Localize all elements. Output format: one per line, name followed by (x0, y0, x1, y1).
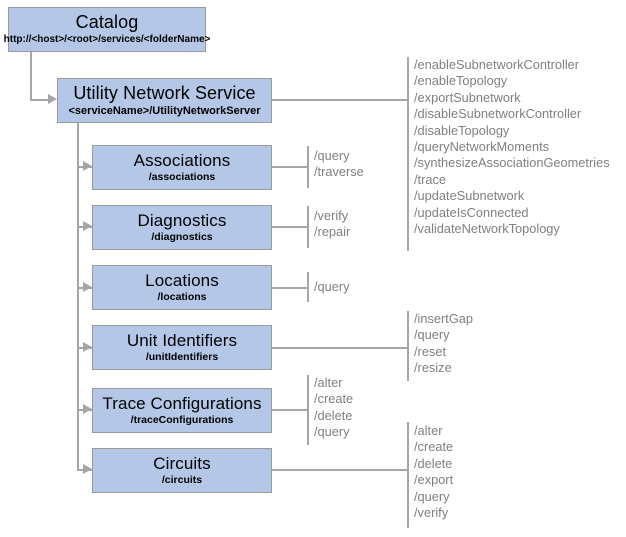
ops-bar-service (407, 57, 409, 251)
arrowhead-trace-configurations (83, 404, 92, 414)
operations-trace-configurations: /alter/create/delete/query (314, 375, 353, 441)
arrowhead-diagnostics (83, 221, 92, 231)
operation-item[interactable]: /alter (414, 423, 443, 438)
operations-locations: /query (314, 279, 350, 295)
node-circuits[interactable]: Circuits /circuits (92, 448, 272, 493)
arrowhead-circuits (83, 464, 92, 474)
node-locations-title: Locations (145, 270, 219, 290)
node-trace-configurations[interactable]: Trace Configurations /traceConfiguration… (92, 388, 272, 433)
node-associations-path: /associations (148, 171, 216, 184)
ops-bar-trace-configurations (307, 375, 309, 445)
node-catalog[interactable]: Catalog http://<host>/<root>/services/<f… (4, 7, 210, 52)
connector-catalog-to-service (30, 99, 50, 101)
node-circuits-path: /circuits (161, 474, 203, 487)
operation-item[interactable]: /updateIsConnected (414, 204, 529, 220)
operations-unit-identifiers: /insertGap/query/reset/resize (414, 311, 473, 377)
node-unit-identifiers[interactable]: Unit Identifiers /unitIdentifiers (92, 325, 272, 370)
operation-item[interactable]: /disableTopology (414, 122, 510, 138)
operation-item[interactable]: /insertGap (414, 311, 474, 326)
connector-associations-to-ops (272, 166, 308, 168)
operation-item[interactable]: /query (414, 488, 450, 504)
node-service-path: <serviceName>/UtilityNetworkServer (68, 104, 261, 117)
operation-item[interactable]: /updateSubnetwork (414, 188, 525, 204)
operations-service: /enableSubnetworkController/enableTopolo… (414, 57, 610, 237)
operation-item[interactable]: /enableSubnetworkController (414, 57, 580, 72)
operation-item[interactable]: /query (314, 279, 350, 294)
operation-item[interactable]: /queryNetworkMoments (414, 139, 550, 155)
connector-service-trunk (77, 123, 79, 471)
node-unit-identifiers-title: Unit Identifiers (126, 330, 238, 350)
operation-item[interactable]: /trace (414, 171, 447, 187)
operation-item[interactable]: /traverse (314, 164, 364, 180)
operation-item[interactable]: /repair (314, 224, 351, 240)
node-diagnostics-title: Diagnostics (137, 210, 227, 230)
node-trace-configurations-path: /traceConfigurations (130, 414, 234, 427)
node-catalog-path: http://<host>/<root>/services/<folderNam… (3, 34, 211, 46)
operation-item[interactable]: /synthesizeAssociationGeometries (414, 155, 610, 171)
operation-item[interactable]: /create (414, 439, 454, 455)
operation-item[interactable]: /delete (314, 407, 353, 423)
operation-item[interactable]: /export (414, 472, 454, 488)
node-diagnostics-path: /diagnostics (151, 231, 213, 244)
connector-circuits-to-ops (272, 469, 408, 471)
operation-item[interactable]: /delete (414, 455, 453, 471)
operations-circuits: /alter/create/delete/export/query/verify (414, 423, 453, 521)
node-locations[interactable]: Locations /locations (92, 265, 272, 310)
arrowhead-catalog-to-service (48, 94, 57, 104)
arrowhead-locations (83, 282, 92, 292)
operation-item[interactable]: /create (314, 391, 354, 407)
connector-trace-configurations-to-ops (272, 409, 308, 411)
operation-item[interactable]: /verify (414, 505, 449, 521)
node-utility-network-service[interactable]: Utility Network Service <serviceName>/Ut… (57, 78, 272, 123)
node-diagnostics[interactable]: Diagnostics /diagnostics (92, 205, 272, 250)
node-associations[interactable]: Associations /associations (92, 145, 272, 190)
ops-bar-unit-identifiers (407, 311, 409, 381)
operation-item[interactable]: /query (314, 424, 350, 440)
node-unit-identifiers-path: /unitIdentifiers (145, 351, 219, 364)
connector-locations-to-ops (272, 287, 308, 289)
connector-catalog-down (30, 52, 32, 101)
node-catalog-title: Catalog (75, 12, 139, 33)
node-service-title: Utility Network Service (73, 82, 256, 103)
operation-item[interactable]: /enableTopology (414, 73, 508, 89)
arrowhead-unit-identifiers (83, 342, 92, 352)
arrowhead-associations (83, 161, 92, 171)
ops-bar-circuits (407, 422, 409, 528)
ops-bar-diagnostics (307, 206, 309, 248)
operation-item[interactable]: /query (414, 327, 450, 343)
operation-item[interactable]: /exportSubnetwork (414, 89, 521, 105)
node-associations-title: Associations (133, 150, 231, 170)
node-circuits-title: Circuits (153, 453, 211, 473)
operations-associations: /query/traverse (314, 148, 364, 181)
operation-item[interactable]: /verify (314, 208, 349, 223)
operation-item[interactable]: /validateNetworkTopology (414, 221, 560, 237)
operation-item[interactable]: /resize (414, 360, 452, 376)
connector-diagnostics-to-ops (272, 226, 308, 228)
connector-unit-identifiers-to-ops (272, 347, 408, 349)
ops-bar-associations (307, 146, 309, 188)
operations-diagnostics: /verify/repair (314, 208, 350, 241)
connector-service-to-ops (272, 99, 408, 101)
operation-item[interactable]: /reset (414, 343, 447, 359)
operation-item[interactable]: /query (314, 148, 350, 163)
node-locations-path: /locations (157, 291, 207, 304)
node-trace-configurations-title: Trace Configurations (102, 393, 262, 413)
operation-item[interactable]: /disableSubnetworkController (414, 106, 582, 122)
operation-item[interactable]: /alter (314, 375, 343, 390)
ops-bar-locations (307, 272, 309, 302)
